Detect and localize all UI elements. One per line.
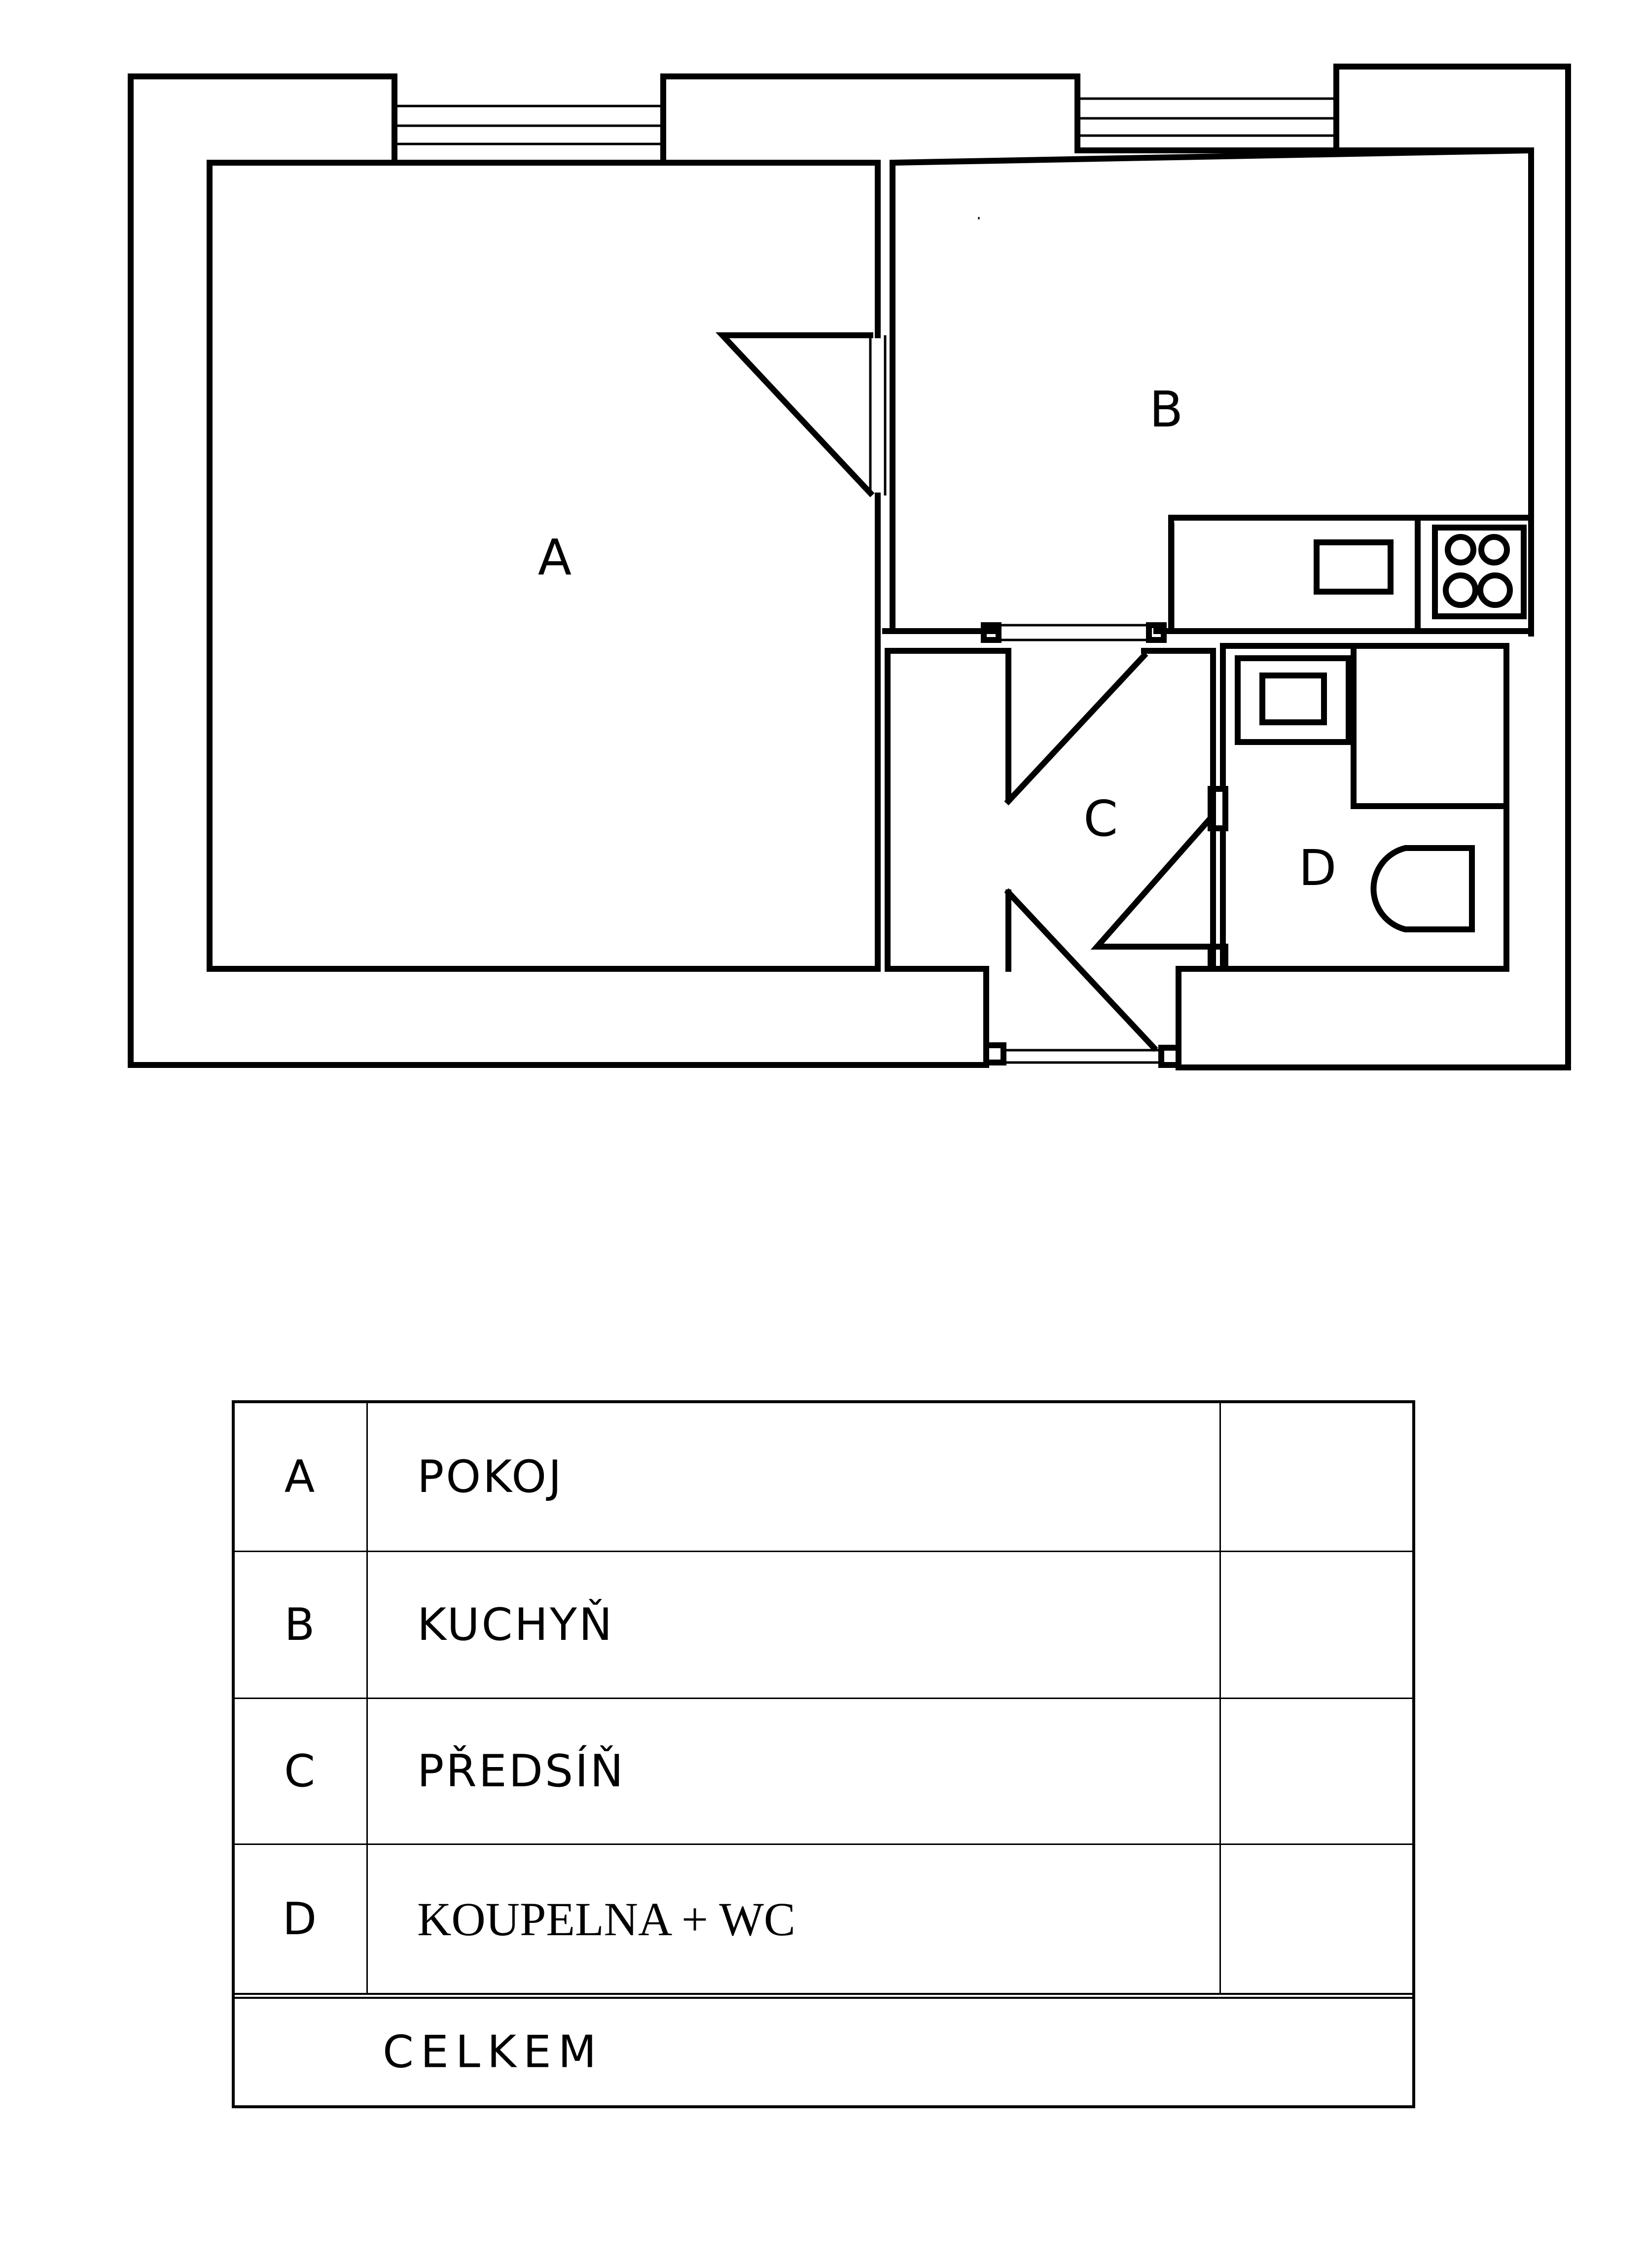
door-swing-a <box>715 332 875 497</box>
legend-row-d: D KOUPELNA + WC <box>235 1845 1412 1993</box>
scan-specks <box>978 217 1175 631</box>
room-c-walls <box>882 622 1216 1070</box>
legend-code-cell: D <box>235 1845 368 1993</box>
door-swing-c-right <box>1090 816 1213 950</box>
room-label-b: B <box>1149 381 1183 438</box>
legend-name: KUCHYŇ <box>417 1599 614 1651</box>
legend-name-cell: KOUPELNA + WC <box>368 1845 1221 1993</box>
bathtub <box>1351 645 1507 809</box>
toilet <box>1370 845 1475 932</box>
legend-code-cell: A <box>235 1403 368 1551</box>
room-label-a: A <box>538 529 572 586</box>
legend-code: B <box>284 1599 317 1651</box>
legend-name: PŘEDSÍŇ <box>417 1745 625 1797</box>
room-label-d: D <box>1298 839 1336 897</box>
room-d-walls <box>1208 643 1509 972</box>
kitchen-counter <box>1168 515 1534 634</box>
window-room-b <box>1077 97 1336 137</box>
room-a-walls <box>207 160 887 972</box>
door-swing-c-entrance <box>1004 888 1158 1052</box>
legend-area-cell <box>1221 1552 1412 1698</box>
legend-area-cell <box>1221 1845 1412 1993</box>
legend-code: D <box>282 1893 319 1945</box>
legend-total-row: CELKEM <box>235 1993 1412 2105</box>
legend-row-a: A POKOJ <box>235 1403 1412 1552</box>
room-label-c: C <box>1083 790 1118 848</box>
room-legend-table: A POKOJ B KUCHYŇ C PŘEDSÍŇ D KOUPELNA + … <box>232 1400 1415 2108</box>
floor-plan: A B C D <box>128 64 1571 1070</box>
window-room-a <box>394 105 663 145</box>
legend-code: A <box>284 1451 317 1503</box>
legend-area-cell <box>1221 1699 1412 1843</box>
legend-name: POKOJ <box>417 1451 564 1503</box>
legend-name-cell: KUCHYŇ <box>368 1552 1221 1698</box>
bathroom-sink <box>1235 655 1352 745</box>
legend-code: C <box>284 1745 317 1797</box>
legend-total-label: CELKEM <box>383 2026 604 2078</box>
legend-name: KOUPELNA + WC <box>417 1892 796 1946</box>
legend-code-cell: B <box>235 1552 368 1698</box>
legend-name-cell: PŘEDSÍŇ <box>368 1699 1221 1843</box>
legend-name-cell: POKOJ <box>368 1403 1221 1551</box>
legend-row-c: C PŘEDSÍŇ <box>235 1699 1412 1845</box>
door-swing-c-upper <box>1004 651 1148 806</box>
outer-walls <box>128 64 1571 1070</box>
legend-code-cell: C <box>235 1699 368 1843</box>
legend-area-cell <box>1221 1403 1412 1551</box>
legend-row-b: B KUCHYŇ <box>235 1552 1412 1699</box>
